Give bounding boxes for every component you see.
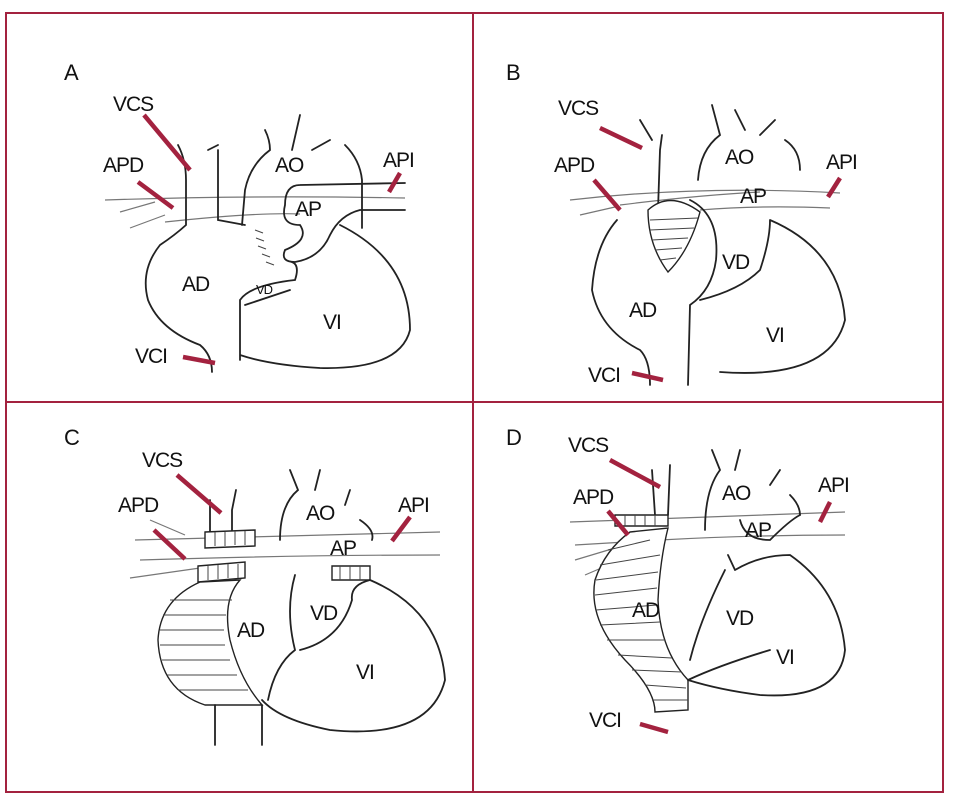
label-vci: VCI [135,345,167,368]
label-ao: AO [725,146,754,169]
label-ao: AO [275,154,304,177]
label-api: API [818,474,849,497]
label-apd: APD [103,154,144,177]
label-vcs: VCS [568,434,609,457]
label-vi: VI [323,311,341,334]
label-vcs: VCS [558,97,599,120]
labels: VCS APD AO API AP VD AD VI VCI [554,97,858,387]
label-vd: VD [726,607,754,630]
red-pointers [592,125,842,383]
label-vd: VD [256,282,273,297]
panel-letter: C [64,425,80,450]
label-ap: AP [295,198,321,221]
panel-letter: B [506,60,521,85]
heart-drawing [104,114,411,373]
heart-drawing [569,104,846,386]
labels: VCS APD AO API AP AD VD VI VCI [568,434,850,732]
panel-d: D VCS APD AO API AP AD VD VI VCI [506,425,850,735]
label-vi: VI [776,646,794,669]
label-apd: APD [573,486,614,509]
label-vci: VCI [588,364,620,387]
label-ad: AD [182,273,210,296]
panel-a: A VCS APD AO API AP AD VD VI VCI [64,60,415,373]
panel-c: C VCS APD AO API AP VD AD VI [64,425,446,746]
label-vci: VCI [589,709,621,732]
label-vcs: VCS [113,93,154,116]
label-api: API [398,494,429,517]
panel-letter: D [506,425,522,450]
label-ao: AO [306,502,335,525]
label-ap: AP [740,185,766,208]
heart-drawing [569,449,846,713]
label-api: API [826,151,857,174]
label-ad: AD [237,619,265,642]
labels: VCS APD AO API AP AD VD VI VCI [103,93,415,368]
label-apd: APD [554,154,595,177]
label-ao: AO [722,482,751,505]
heart-drawing [129,469,446,746]
red-pointers [606,458,833,735]
label-ap: AP [745,519,771,542]
label-vd: VD [722,251,750,274]
red-pointers [152,473,412,561]
label-vcs: VCS [142,449,183,472]
panel-letter: A [64,60,79,85]
panel-b: B VCS APD AO API AP VD AD VI VCI [506,60,858,387]
panel-grid-frame [5,12,944,793]
labels: VCS APD AO API AP VD AD VI [118,449,430,684]
label-ap: AP [330,537,356,560]
label-vd: VD [310,602,338,625]
label-api: API [383,149,414,172]
label-vi: VI [766,324,784,347]
label-vi: VI [356,661,374,684]
label-ad: AD [629,299,657,322]
label-ad: AD [632,599,660,622]
label-apd: APD [118,494,159,517]
red-pointers [136,113,402,366]
